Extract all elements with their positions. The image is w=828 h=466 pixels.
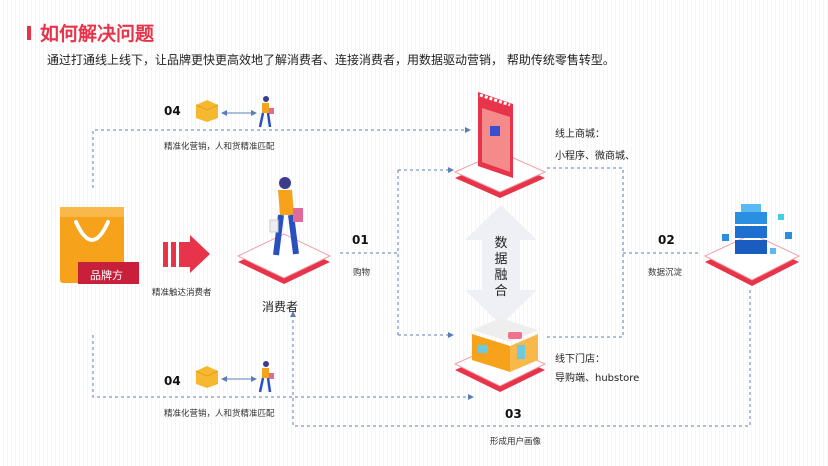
package-icon-bottom	[195, 366, 219, 388]
step-04-bottom-number: 04	[164, 374, 181, 388]
step-03-number: 03	[505, 407, 522, 421]
shop-building-icon	[472, 318, 538, 372]
step-04-top-number: 04	[164, 104, 181, 118]
fusion-char: 合	[494, 284, 508, 299]
consumer-platform	[236, 233, 332, 284]
reach-consumer-label: 精准触达消费者	[152, 288, 212, 298]
connector-03	[290, 290, 751, 427]
brand-label: 品牌方	[90, 269, 123, 282]
consumer-figure-icon	[269, 177, 303, 256]
database-server-icon	[722, 204, 792, 254]
step-02-label: 数据沉淀	[648, 268, 683, 278]
step-04-top-label: 精准化营销，人和货精准匹配	[164, 142, 275, 152]
data-fusion-arrow	[465, 205, 537, 325]
fusion-char: 数	[494, 236, 508, 251]
page-title: 如何解决问题	[40, 23, 155, 45]
offline-store-title: 线下门店：	[555, 354, 605, 365]
step-03-label: 形成用户画像	[490, 437, 542, 447]
page-subtitle: 通过打通线上线下，让品牌更快更高效地了解消费者、连接消费者，用数据驱动营销， 帮…	[47, 53, 615, 67]
mobile-store-icon	[478, 92, 513, 178]
shopper-icon-top	[258, 96, 274, 128]
brand-label-box	[78, 262, 139, 284]
connector-stores	[547, 167, 624, 338]
connector-04-top	[92, 127, 471, 188]
offline-store-desc: 导购端、hubstore	[555, 373, 640, 384]
red-arrow-icon	[163, 235, 210, 273]
connector-04-bottom	[92, 335, 474, 400]
step-01-label: 购物	[353, 268, 371, 278]
step-01-number: 01	[352, 233, 369, 247]
online-store-title: 线上商城：	[555, 129, 605, 140]
step-04-bottom-label: 精准化营销，人和货精准匹配	[164, 409, 275, 419]
fusion-char: 据	[494, 252, 508, 267]
step-02-number: 02	[658, 233, 675, 247]
online-store-desc: 小程序、微商城、	[555, 151, 635, 162]
fusion-char: 融	[494, 268, 508, 283]
dashed-connectors	[92, 127, 751, 427]
title-accent-bar	[27, 26, 31, 40]
package-icon-top	[195, 100, 219, 122]
consumer-label: 消费者	[262, 300, 299, 314]
data-fusion-label: 数 据 融 合	[494, 236, 508, 300]
shopper-icon-bottom	[258, 361, 274, 393]
